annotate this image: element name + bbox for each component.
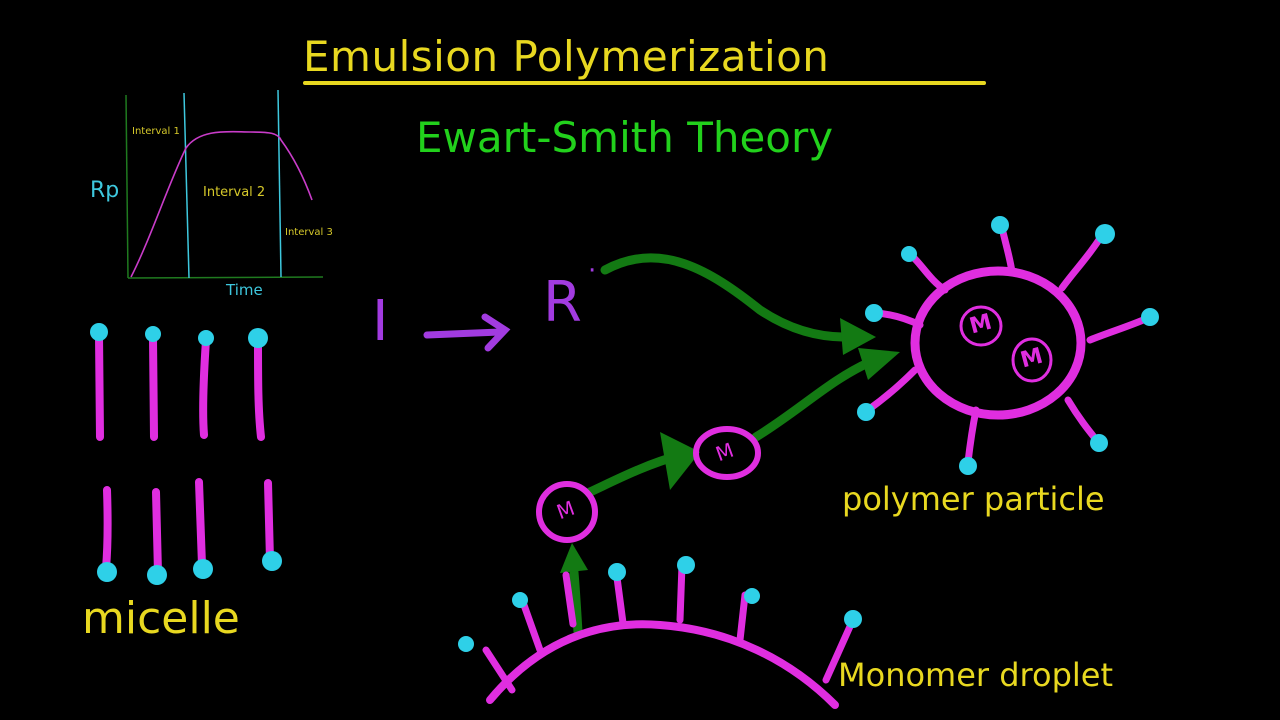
chart-interval-3-label: Interval 3 — [285, 227, 333, 238]
page-subtitle: Ewart-Smith Theory — [416, 113, 834, 162]
chart-x-axis — [127, 276, 324, 279]
chart-y-axis — [125, 94, 129, 279]
particle-shell — [910, 266, 1086, 420]
droplet-surface — [486, 620, 839, 709]
reaction-arrow — [423, 313, 511, 352]
particle-monomer-1 — [959, 305, 1003, 347]
monomer-path-arrow — [560, 348, 900, 637]
micelle-label: micelle — [82, 593, 240, 644]
particle-monomer-2 — [1011, 337, 1053, 383]
monomer-in-transit-1 — [536, 481, 598, 543]
rate-chart — [125, 89, 324, 279]
radical-symbol: R — [543, 270, 582, 335]
monomer-droplet-label: Monomer droplet — [838, 656, 1114, 694]
chart-interval-2-label: Interval 2 — [203, 185, 266, 200]
rate-curve — [130, 130, 313, 278]
monomer-droplet — [458, 556, 862, 709]
radical-dot: · — [588, 256, 597, 286]
initiator-symbol: I — [372, 289, 389, 354]
interval-divider-1 — [183, 92, 190, 279]
polymer-particle — [857, 216, 1159, 475]
chart-y-label: Rp — [90, 178, 120, 203]
micelle-heads — [90, 323, 282, 585]
monomer-in-transit-2 — [693, 426, 761, 480]
page-title: Emulsion Polymerization — [303, 32, 830, 81]
radical-path-arrow — [600, 253, 876, 355]
micelle-surfactants — [95, 331, 274, 577]
chart-x-label: Time — [226, 281, 263, 299]
polymer-particle-label: polymer particle — [842, 480, 1105, 518]
chart-interval-1-label: Interval 1 — [132, 126, 180, 137]
title-underline — [303, 81, 986, 85]
interval-divider-2 — [277, 89, 282, 278]
